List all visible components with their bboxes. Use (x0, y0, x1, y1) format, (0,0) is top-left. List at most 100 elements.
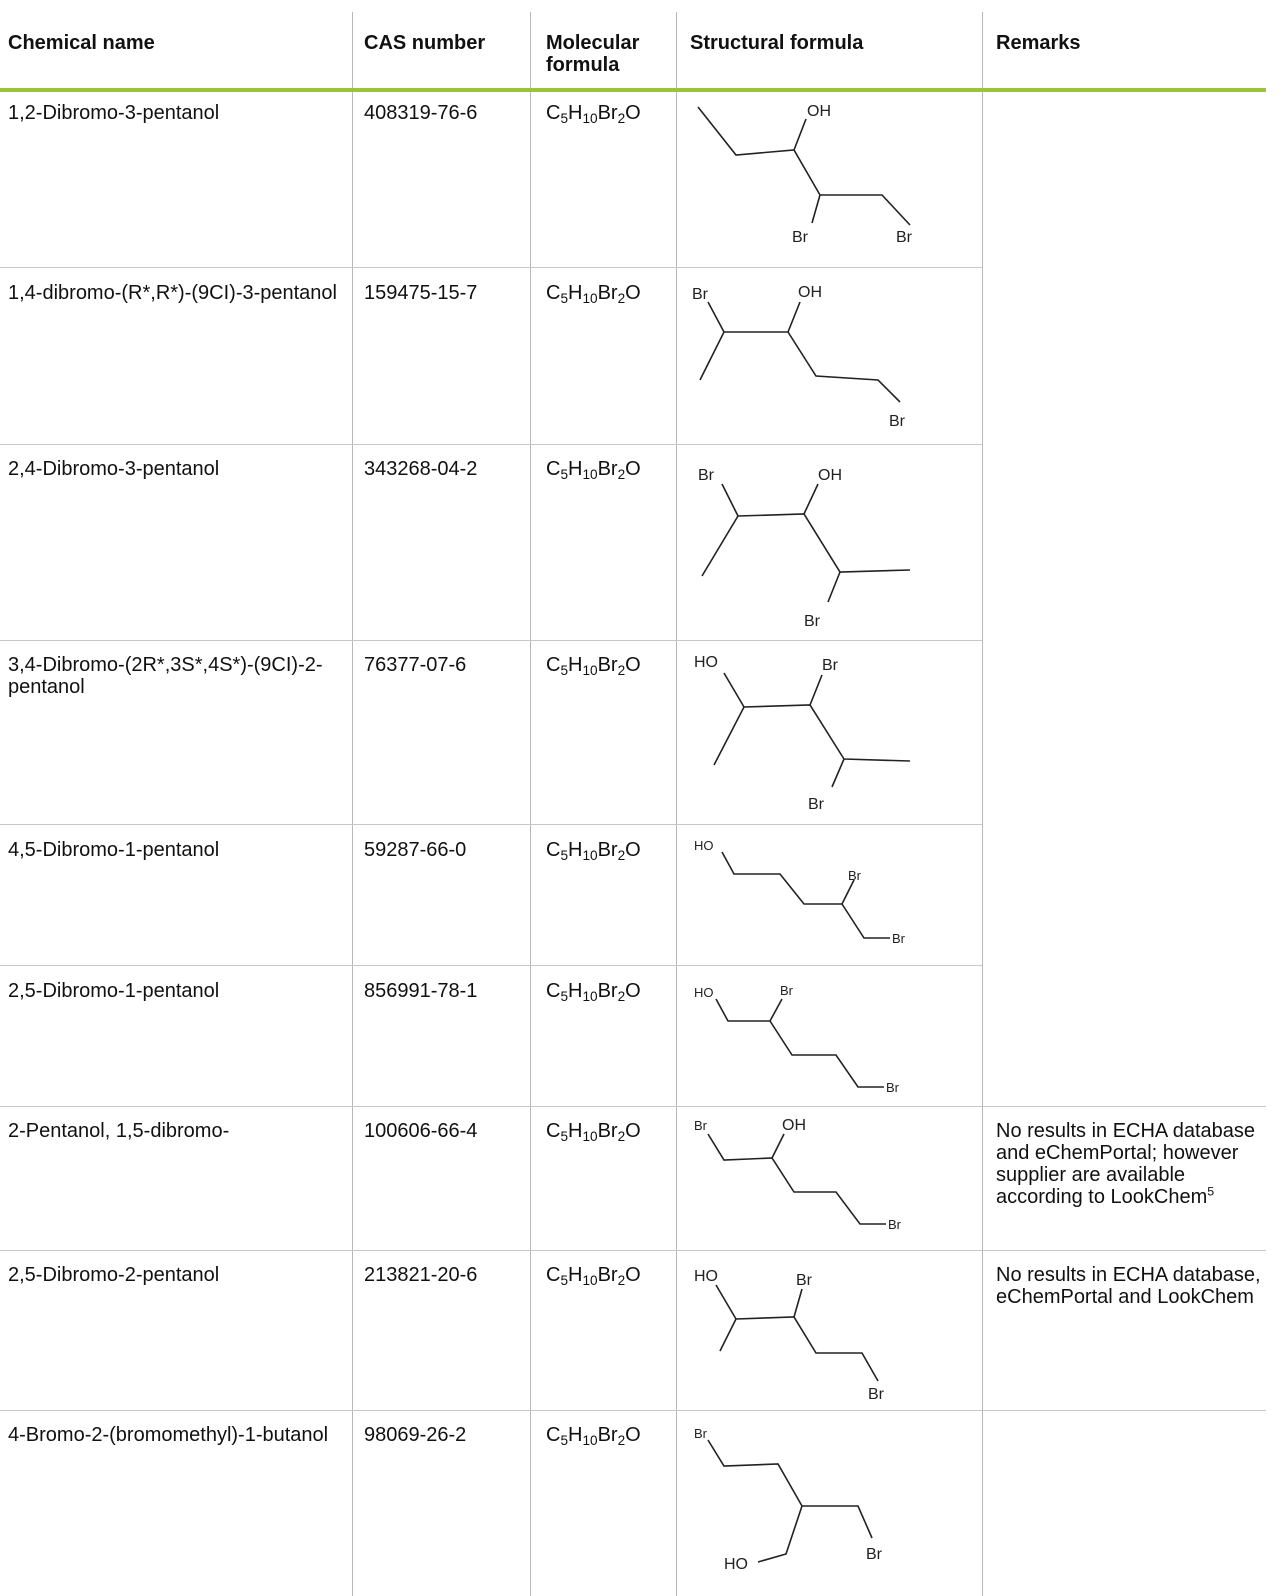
chemical-name: 2,5-Dibromo-2-pentanol (8, 1264, 220, 1286)
formula-part: O (625, 282, 641, 304)
svg-text:Br: Br (694, 1426, 708, 1441)
molecular-formula: C5H10Br2O (546, 282, 641, 307)
formula-part: C (546, 980, 561, 1002)
row-divider (0, 444, 982, 445)
formula-part: C (546, 458, 561, 480)
column-divider (676, 12, 677, 1596)
svg-text:HO: HO (694, 985, 714, 1000)
formula-part: 5 (560, 291, 569, 307)
formula-part: H (568, 1264, 583, 1286)
molecular-formula: C5H10Br2O (546, 1120, 641, 1145)
header-molecular-formula: Molecular formula (546, 32, 640, 76)
formula-part: Br (597, 282, 618, 304)
svg-text:HO: HO (724, 1556, 748, 1573)
formula-part: 10 (582, 663, 598, 679)
column-divider (982, 12, 983, 1596)
column-divider (530, 12, 531, 1596)
svg-text:Br: Br (896, 229, 913, 246)
svg-text:Br: Br (888, 1217, 902, 1232)
formula-part: H (568, 1424, 583, 1446)
molecular-formula: C5H10Br2O (546, 839, 641, 864)
formula-part: O (625, 654, 641, 676)
formula-part: C (546, 839, 561, 861)
formula-part: H (568, 1120, 583, 1142)
formula-part: 5 (560, 467, 569, 483)
chemical-name: 4-Bromo-2-(bromomethyl)-1-butanol (8, 1424, 329, 1446)
formula-part: 10 (582, 989, 598, 1005)
formula-part: Br (597, 654, 618, 676)
formula-part: 2 (617, 663, 626, 679)
svg-text:Br: Br (808, 796, 825, 813)
formula-part: 2 (617, 1273, 626, 1289)
svg-text:OH: OH (818, 467, 842, 484)
molecular-formula: C5H10Br2O (546, 980, 641, 1005)
formula-part: 2 (617, 848, 626, 864)
molecular-formula: C5H10Br2O (546, 1264, 641, 1289)
formula-part: O (625, 980, 641, 1002)
cas-number: 59287-66-0 (364, 839, 467, 861)
header-cas-number: CAS number (364, 32, 486, 54)
formula-part: 5 (560, 848, 569, 864)
svg-text:Br: Br (792, 229, 809, 246)
formula-part: C (546, 102, 561, 124)
cas-number: 98069-26-2 (364, 1424, 467, 1446)
formula-part: 5 (560, 1433, 569, 1449)
cas-number: 213821-20-6 (364, 1264, 478, 1286)
formula-part: H (568, 839, 583, 861)
formula-part: 5 (560, 989, 569, 1005)
formula-part: C (546, 654, 561, 676)
svg-text:Br: Br (848, 868, 862, 883)
row-divider (0, 1250, 1266, 1251)
structural-formula: HO Br Br (694, 1268, 885, 1403)
row-divider (0, 1410, 1266, 1411)
formula-part: 5 (560, 1273, 569, 1289)
chemical-name: 4,5-Dibromo-1-pentanol (8, 839, 220, 861)
molecular-formula: C5H10Br2O (546, 458, 641, 483)
chemical-name: 2-Pentanol, 1,5-dibromo- (8, 1120, 230, 1142)
formula-part: H (568, 282, 583, 304)
svg-text:Br: Br (694, 1118, 708, 1133)
structural-formula: Br OH Br (698, 467, 911, 630)
formula-part: O (625, 1120, 641, 1142)
structural-formula: HO Br Br (694, 654, 911, 813)
formula-part: Br (597, 839, 618, 861)
molecular-formula: C5H10Br2O (546, 1424, 641, 1449)
column-divider (352, 12, 353, 1596)
structural-formula: HO Br Br (694, 838, 906, 946)
formula-part: 2 (617, 291, 626, 307)
cas-number: 100606-66-4 (364, 1120, 478, 1142)
footnote-reference: 5 (1207, 1184, 1215, 1199)
formula-part: 2 (617, 111, 626, 127)
cas-number: 343268-04-2 (364, 458, 478, 480)
svg-text:Br: Br (868, 1386, 885, 1403)
formula-part: H (568, 980, 583, 1002)
formula-part: Br (597, 1264, 618, 1286)
formula-part: 2 (617, 1129, 626, 1145)
formula-part: 10 (582, 848, 598, 864)
formula-part: 10 (582, 1433, 598, 1449)
formula-part: H (568, 654, 583, 676)
formula-part: Br (597, 458, 618, 480)
svg-text:Br: Br (804, 613, 821, 630)
formula-part: Br (597, 102, 618, 124)
formula-part: 2 (617, 467, 626, 483)
svg-text:OH: OH (798, 284, 822, 301)
cas-number: 408319-76-6 (364, 102, 478, 124)
header-chemical-name: Chemical name (8, 32, 155, 54)
svg-text:HO: HO (694, 654, 718, 671)
cas-number: 76377-07-6 (364, 654, 467, 676)
formula-part: H (568, 102, 583, 124)
svg-text:Br: Br (886, 1080, 900, 1095)
header-rule (0, 88, 1266, 92)
structural-formula: OH Br Br (697, 103, 913, 246)
formula-part: 10 (582, 291, 598, 307)
formula-part: O (625, 1264, 641, 1286)
structural-formula: Br Br HO (694, 1426, 883, 1573)
formula-part: 5 (560, 663, 569, 679)
svg-text:Br: Br (692, 286, 709, 303)
svg-text:HO: HO (694, 838, 714, 853)
header-remarks: Remarks (996, 32, 1081, 54)
svg-text:Br: Br (866, 1546, 883, 1563)
formula-part: O (625, 839, 641, 861)
